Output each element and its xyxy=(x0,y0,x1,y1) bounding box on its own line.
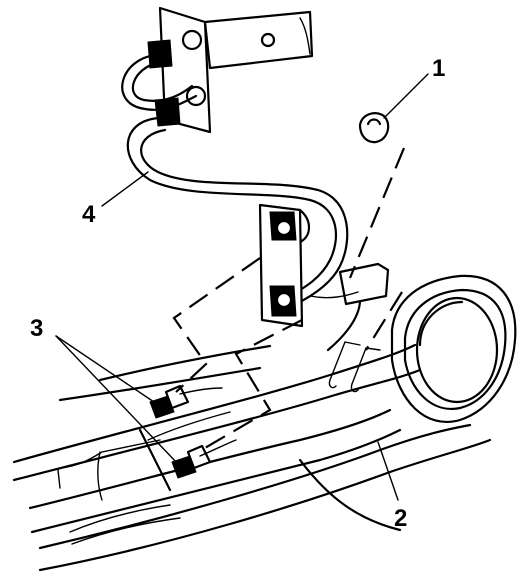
lower-connectors xyxy=(149,384,237,479)
callout-label-4: 4 xyxy=(82,201,96,228)
dashed-leaders xyxy=(172,147,406,453)
fitting-1 xyxy=(358,112,390,144)
rear-axle-housing xyxy=(12,343,492,572)
junction-block xyxy=(258,203,304,328)
callout-4: 4 xyxy=(82,171,149,228)
callout-label-1: 1 xyxy=(432,55,445,82)
mounting-bracket xyxy=(158,6,314,134)
brake-pipe-loop xyxy=(121,53,362,352)
axle-flange xyxy=(390,274,517,423)
callout-1: 1 xyxy=(383,55,445,119)
callout-label-2: 2 xyxy=(394,505,407,532)
callout-label-3: 3 xyxy=(30,315,43,342)
upper-fittings xyxy=(147,39,181,127)
callout-3: 3 xyxy=(30,315,179,465)
callout-2: 2 xyxy=(377,441,407,532)
